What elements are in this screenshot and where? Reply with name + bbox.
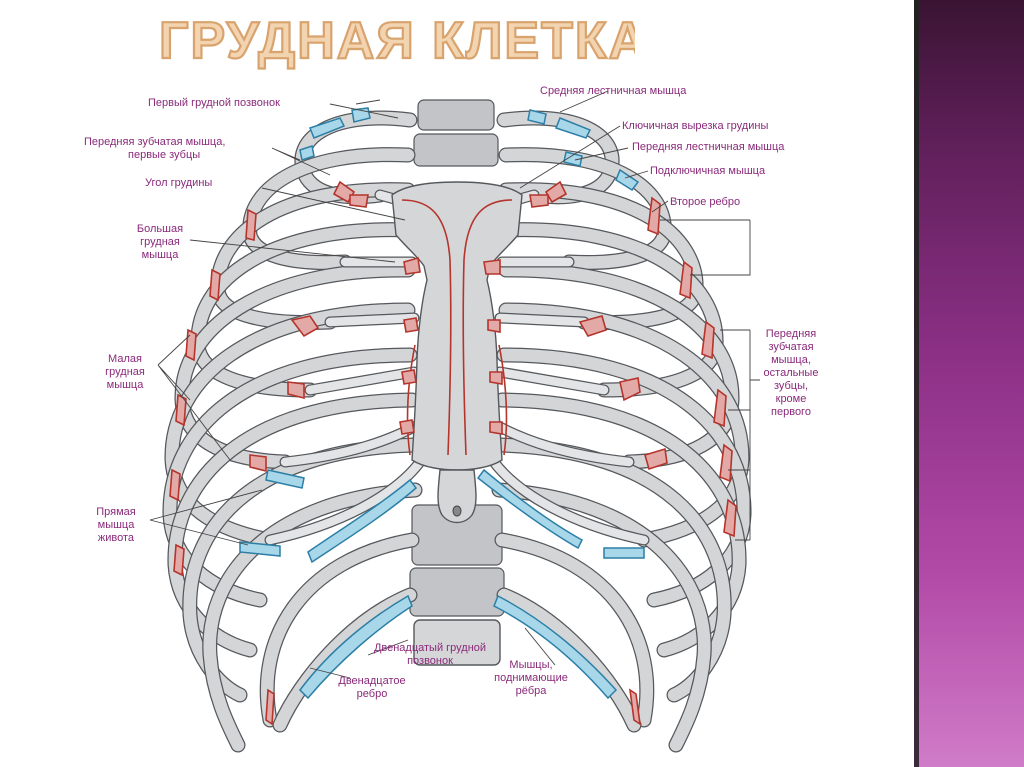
label-serratus-rest-6: кроме <box>776 393 807 405</box>
label-serratus-rest-7: первого <box>771 406 811 418</box>
label-scalenus-anterior: Передняя лестничная мышца <box>632 141 785 153</box>
label-twelfth-rib-1: Двенадцатое <box>338 675 405 687</box>
label-rectus-abdominis-3: живота <box>98 532 135 544</box>
label-levatores-1: Мышцы, <box>509 659 552 671</box>
label-serratus-rest-4: остальные <box>764 367 819 379</box>
slide-title-text: ГРУДНАЯ КЛЕТКА <box>159 12 635 70</box>
label-pectoralis-minor-3: мышца <box>107 379 145 391</box>
label-levatores-3: рёбра <box>516 685 548 697</box>
label-serratus-rest-1: Передняя <box>766 328 816 340</box>
label-rectus-abdominis-1: Прямая <box>96 506 136 518</box>
label-second-rib: Второе ребро <box>670 196 740 208</box>
label-scalenus-medius: Средняя лестничная мышца <box>540 85 687 97</box>
rib-cage-diagram: Первый грудной позвонок Передняя зубчата… <box>84 85 818 753</box>
label-twelfth-vertebra-2: позвонок <box>407 655 453 667</box>
label-clavicular-notch: Ключичная вырезка грудины <box>622 120 768 132</box>
label-levatores-2: поднимающие <box>494 672 568 684</box>
label-pectoralis-major-3: мышца <box>142 249 180 261</box>
slide-title: ГРУДНАЯ КЛЕТКА <box>158 11 635 71</box>
label-serratus-rest-5: зубцы, <box>774 380 808 392</box>
lower-spine <box>409 504 505 666</box>
label-rectus-abdominis-2: мышца <box>98 519 136 531</box>
upper-spine <box>413 99 499 167</box>
label-serratus-rest-3: мышца, <box>771 354 811 366</box>
leader-lines <box>149 90 760 679</box>
label-serratus-anterior-first: Передняя зубчатая мышца, <box>84 136 225 148</box>
label-pectoralis-minor-1: Малая <box>108 353 142 365</box>
label-pectoralis-minor-2: грудная <box>105 366 145 378</box>
sternum <box>391 181 523 524</box>
label-twelfth-rib-2: ребро <box>357 688 388 700</box>
label-sternal-angle: Угол грудины <box>145 177 212 189</box>
annotation-labels: Первый грудной позвонок Передняя зубчата… <box>84 85 818 700</box>
label-first-thoracic-vertebra: Первый грудной позвонок <box>148 97 280 109</box>
label-pectoralis-major-1: Большая <box>137 223 183 235</box>
ribs-right <box>491 110 752 753</box>
label-twelfth-vertebra-1: Двенадцатый грудной <box>374 642 486 654</box>
label-serratus-rest-2: зубчатая <box>768 341 813 353</box>
label-serratus-anterior-first-2: первые зубцы <box>128 149 200 161</box>
decorative-side-band <box>914 0 1024 767</box>
label-pectoralis-major-2: грудная <box>140 236 180 248</box>
label-subclavius: Подключичная мышца <box>650 165 766 177</box>
muscle-origins-red <box>169 180 737 726</box>
